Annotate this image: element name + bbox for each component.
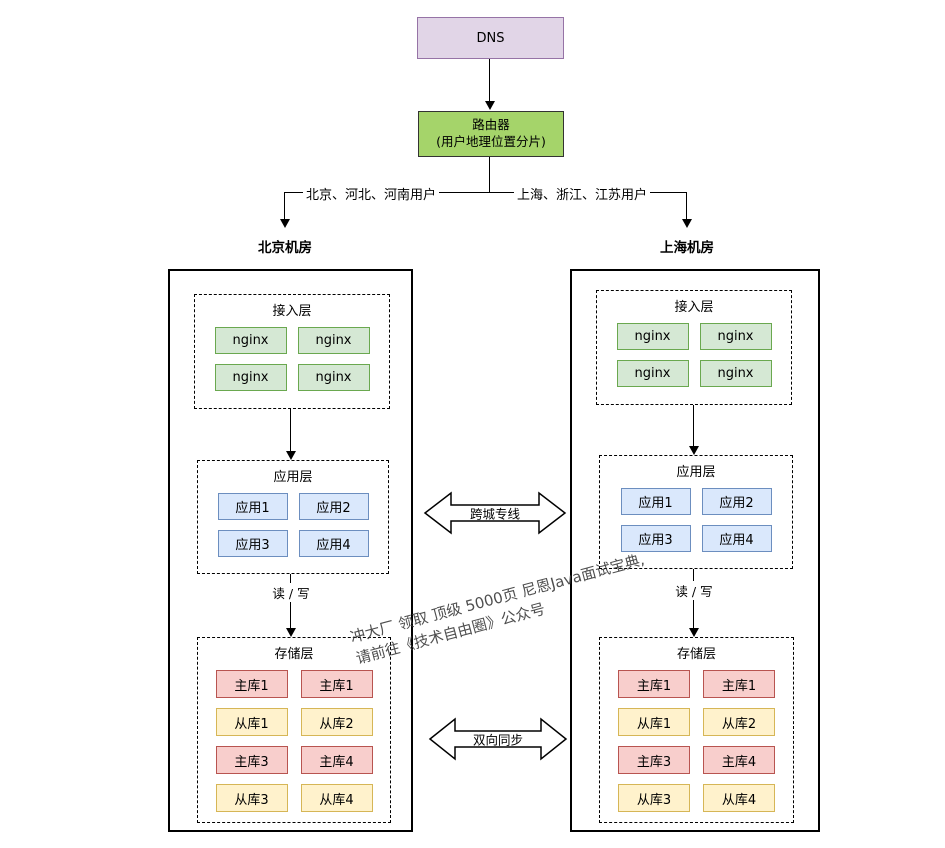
app-node: 应用2 — [298, 493, 369, 520]
dc-right-app-title: 应用层 — [676, 465, 716, 480]
nginx-node: nginx — [214, 364, 287, 391]
double-arrow-icon — [428, 717, 568, 761]
arrow-to-shanghai-head — [682, 219, 692, 228]
dc-left-access-to-app-line — [290, 409, 291, 452]
app-node: 应用1 — [620, 488, 691, 515]
dns-label: DNS — [476, 30, 505, 46]
bidirectional-sync-label: 双向同步 — [472, 732, 524, 748]
arrow-dns-to-router-line — [489, 59, 490, 102]
arrow-dns-to-router-head — [485, 101, 495, 110]
arrow-to-beijing-head — [280, 219, 290, 228]
cross-city-link: 跨城专线 — [423, 481, 567, 545]
dc-right-access-grid: nginx nginx nginx nginx — [597, 323, 791, 387]
double-arrow-icon — [423, 491, 567, 535]
slave-db-node: 从库3 — [215, 784, 288, 812]
nginx-node: nginx — [297, 327, 370, 354]
app-node: 应用3 — [620, 525, 691, 552]
slave-db-node: 从库1 — [618, 708, 690, 736]
arrow-to-beijing-line — [284, 192, 285, 219]
master-db-node: 主库1 — [215, 670, 288, 698]
dc-right-access-to-app-head — [689, 446, 699, 455]
app-node: 应用3 — [217, 530, 288, 557]
app-node: 应用1 — [217, 493, 288, 520]
master-db-node: 主库4 — [300, 746, 373, 774]
dc-right-access-to-app-line — [693, 405, 694, 447]
dc-right-access-title: 接入层 — [674, 300, 714, 315]
nginx-node: nginx — [616, 360, 689, 387]
dc-left-storage-title: 存储层 — [274, 647, 314, 662]
app-node: 应用4 — [298, 530, 369, 557]
dc-left-app-layer: 应用层 应用1 应用2 应用3 应用4 — [197, 460, 389, 574]
master-db-node: 主库3 — [618, 746, 690, 774]
nginx-node: nginx — [699, 360, 772, 387]
app-node: 应用2 — [701, 488, 772, 515]
dc-right-storage-title: 存储层 — [676, 647, 716, 662]
dns-node: DNS — [417, 17, 564, 59]
dc-left-storage-layer: 存储层 主库1 主库1 从库1 从库2 主库3 主库4 从库3 从库4 — [197, 637, 391, 823]
dc-left-access-grid: nginx nginx nginx nginx — [195, 327, 389, 391]
router-node: 路由器 (用户地理位置分片) — [418, 111, 564, 157]
dc-right-app-grid: 应用1 应用2 应用3 应用4 — [600, 488, 792, 552]
app-node: 应用4 — [701, 525, 772, 552]
nginx-node: nginx — [214, 327, 287, 354]
dc-right-title: 上海机房 — [660, 240, 714, 256]
dc-left-access-layer: 接入层 nginx nginx nginx nginx — [194, 294, 390, 409]
slave-db-node: 从库4 — [300, 784, 373, 812]
dc-left-storage-grid: 主库1 主库1 从库1 从库2 主库3 主库4 从库3 从库4 — [198, 670, 390, 812]
nginx-node: nginx — [699, 323, 772, 350]
branch-horizontal-line — [285, 192, 687, 193]
router-label-line1: 路由器 — [472, 117, 510, 133]
dc-right-storage-layer: 存储层 主库1 主库1 从库1 从库2 主库3 主库4 从库3 从库4 — [599, 637, 794, 823]
router-label-line2: (用户地理位置分片) — [436, 134, 546, 149]
branch-stem-line — [489, 157, 490, 192]
branch-label-right: 上海、浙江、江苏用户 — [514, 184, 651, 203]
slave-db-node: 从库4 — [703, 784, 775, 812]
dc-right-storage-grid: 主库1 主库1 从库1 从库2 主库3 主库4 从库3 从库4 — [600, 670, 793, 812]
master-db-node: 主库1 — [300, 670, 373, 698]
dc-right-app-layer: 应用层 应用1 应用2 应用3 应用4 — [599, 455, 793, 569]
dc-left-app-grid: 应用1 应用2 应用3 应用4 — [198, 493, 388, 557]
master-db-node: 主库3 — [215, 746, 288, 774]
cross-city-link-label: 跨城专线 — [469, 506, 521, 522]
nginx-node: nginx — [616, 323, 689, 350]
dc-left-access-to-app-head — [286, 451, 296, 460]
dc-left-rw-label: 读 / 写 — [254, 583, 328, 602]
dc-left-app-title: 应用层 — [273, 470, 313, 485]
dc-left-title: 北京机房 — [258, 240, 312, 256]
nginx-node: nginx — [297, 364, 370, 391]
dc-right-access-layer: 接入层 nginx nginx nginx nginx — [596, 290, 792, 405]
dc-left-access-title: 接入层 — [272, 304, 312, 319]
master-db-node: 主库1 — [703, 670, 775, 698]
dc-right-rw-head — [689, 628, 699, 637]
slave-db-node: 从库2 — [300, 708, 373, 736]
arrow-to-shanghai-line — [686, 192, 687, 219]
slave-db-node: 从库3 — [618, 784, 690, 812]
branch-label-left: 北京、河北、河南用户 — [303, 184, 440, 203]
dc-left-rw-head — [286, 628, 296, 637]
dc-right-rw-label: 读 / 写 — [657, 581, 731, 600]
dc-right-box: 接入层 nginx nginx nginx nginx 应用层 应用1 应用2 … — [570, 269, 820, 832]
slave-db-node: 从库1 — [215, 708, 288, 736]
dc-left-box: 接入层 nginx nginx nginx nginx 应用层 应用1 应用2 … — [168, 269, 413, 832]
master-db-node: 主库4 — [703, 746, 775, 774]
slave-db-node: 从库2 — [703, 708, 775, 736]
master-db-node: 主库1 — [618, 670, 690, 698]
bidirectional-sync-link: 双向同步 — [428, 707, 568, 771]
